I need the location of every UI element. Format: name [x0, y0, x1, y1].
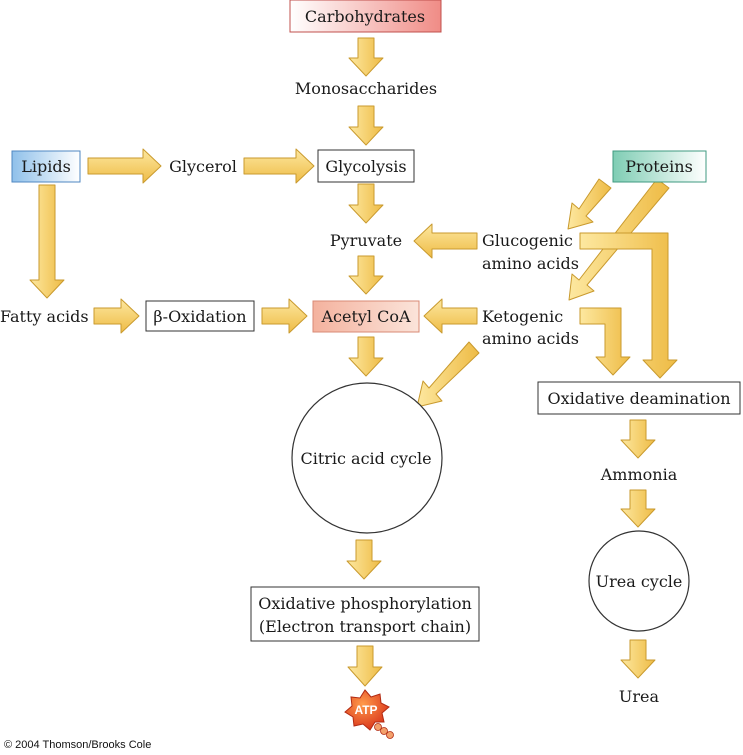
- arrow-citric-acid-cycle-to-oxphos: [346, 539, 382, 580]
- lipids-box: [11, 150, 81, 183]
- arrow-pyruvate-to-acetyl-coa: [348, 255, 384, 295]
- oxphos-box: [250, 586, 480, 642]
- atp-label: ATP: [354, 703, 377, 717]
- arrow-glucogenic-to-deamination: [579, 232, 678, 379]
- monosaccharides-label: Monosaccharides: [295, 79, 437, 98]
- arrow-proteins-to-glucogenic: [567, 178, 612, 230]
- citric-acid-cycle-circle: [291, 382, 443, 534]
- atp-icon: ATP: [344, 689, 394, 739]
- arrow-deamination-to-ammonia: [620, 419, 656, 459]
- arrow-ketogenic-to-acetyl-coa: [423, 298, 478, 334]
- copyright-credit: © 2004 Thomson/Brooks Cole: [4, 739, 151, 751]
- acetyl-coa-label: Acetyl CoA: [320, 307, 411, 326]
- glucogenic-label-line1: Glucogenic: [482, 231, 573, 250]
- glucogenic-label-line2: amino acids: [482, 254, 579, 273]
- arrow-urea-cycle-to-urea: [620, 639, 656, 679]
- urea-cycle-label: Urea cycle: [596, 572, 683, 591]
- arrow-fatty-acids-to-beta-oxidation: [93, 298, 140, 334]
- arrow-glycolysis-to-pyruvate: [348, 183, 384, 224]
- pyruvate-label: Pyruvate: [330, 231, 402, 250]
- ketogenic-label-line2: amino acids: [482, 329, 579, 348]
- oxidative-deamination-label: Oxidative deamination: [547, 389, 730, 408]
- lipids-label: Lipids: [21, 157, 71, 176]
- arrow-ketogenic-to-citric-acid-cycle: [416, 341, 480, 408]
- glycerol-label: Glycerol: [169, 157, 237, 176]
- oxidative-deamination-box: [537, 381, 741, 415]
- urea-label: Urea: [619, 687, 660, 706]
- carbohydrates-label: Carbohydrates: [305, 7, 425, 26]
- arrow-monosaccharides-to-glycolysis: [348, 105, 384, 146]
- ketogenic-label-line1: Ketogenic: [482, 307, 563, 326]
- arrow-lipids-to-glycerol: [87, 148, 162, 184]
- arrow-acetyl-coa-to-citric-acid-cycle: [348, 336, 384, 377]
- acetyl-coa-box: [312, 300, 420, 333]
- oxphos-label-line1: Oxidative phosphorylation: [258, 594, 472, 613]
- arrow-ketogenic-to-deamination: [579, 307, 631, 376]
- glycolysis-box: [317, 149, 415, 183]
- citric-acid-cycle-label: Citric acid cycle: [300, 449, 431, 468]
- arrow-glycerol-to-glycolysis: [243, 148, 315, 184]
- fatty-acids-label: Fatty acids: [0, 307, 89, 326]
- proteins-box: [612, 150, 707, 183]
- arrow-ammonia-to-urea-cycle: [620, 489, 656, 528]
- proteins-label: Proteins: [625, 157, 693, 176]
- arrow-lipids-to-fatty-acids: [29, 184, 65, 299]
- glycolysis-label: Glycolysis: [325, 157, 406, 176]
- arrow-glucogenic-to-pyruvate: [413, 223, 478, 259]
- arrow-beta-oxidation-to-acetyl-coa: [261, 298, 308, 334]
- arrow-oxphos-to-atp: [347, 645, 383, 687]
- oxphos-label-line2: (Electron transport chain): [259, 617, 471, 636]
- carbohydrates-box: [289, 0, 442, 33]
- beta-oxidation-label: β-Oxidation: [153, 307, 246, 326]
- beta-oxidation-box: [145, 300, 255, 332]
- ammonia-label: Ammonia: [600, 465, 678, 484]
- urea-cycle-circle: [588, 530, 690, 632]
- arrow-carbohydrates-to-monosaccharides: [348, 37, 384, 77]
